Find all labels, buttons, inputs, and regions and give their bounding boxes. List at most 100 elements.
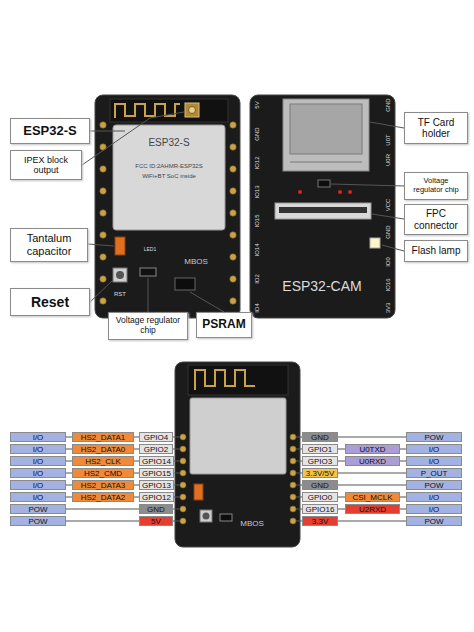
pin-name: GPIO16 [306,505,335,514]
pin-marking: VCC [385,199,392,212]
pin-name: GPIO4 [144,433,168,442]
pin-box: GPIO3 [302,456,338,466]
silkscreen-text: RST [114,291,126,298]
pin-name: I/O [429,505,440,514]
pin-box: U2RXD [345,504,400,514]
pin-name: U2RXD [359,505,386,514]
module-marking: WiFi+BT SoC inside [142,173,196,180]
pin-name: 3.3V/5V [306,469,334,478]
pin-marking: IO2 [254,274,261,284]
pin-box: GPIO1 [302,444,338,454]
board-name: ESP32-CAM [282,279,361,294]
pin-name: GPIO15 [142,469,171,478]
board-front [95,95,240,318]
pin-box: GND [302,480,338,490]
silkscreen-text: LED1 [144,247,157,253]
callout-box: PSRAM [196,312,252,338]
pin-name: U0TXD [359,445,385,454]
pin-marking: GND [385,98,392,111]
pin-box: 3.3V [302,516,338,526]
callout-text: Tantalum capacitor [15,232,83,257]
callout-text: IPEX block output [15,155,77,176]
module-marking: FCC ID:2AHMR-ESP32S [135,163,202,170]
board-back [250,95,395,318]
pin-name: I/O [33,457,44,466]
pin-box: GND [139,504,173,514]
pin-name: POW [424,517,443,526]
pin-box: U0TXD [345,444,400,454]
pin-box: I/O [10,444,66,454]
pin-name: POW [28,505,47,514]
pin-name: CSI_MCLK [352,493,392,502]
pin-box: GPIO16 [302,504,338,514]
pin-wire [338,473,406,474]
pin-name: GND [147,505,165,514]
pin-wire [338,509,345,510]
callout-text: Reset [31,294,69,310]
pin-box: GPIO13 [139,480,174,490]
pin-wire [338,437,406,438]
pin-name: GPIO0 [308,493,332,502]
pin-marking: IO14 [254,243,261,256]
leader-lines [82,112,404,312]
pin-name: POW [424,433,443,442]
callout-text: FPC connector [409,208,463,231]
pin-wire [338,497,345,498]
callout-box: Voltage regulator chip [404,172,468,200]
pin-name: GPIO3 [308,457,332,466]
callout-text: PSRAM [202,318,245,332]
pin-box: I/O [406,444,462,454]
pin-box: I/O [406,504,462,514]
callout-text: Voltage regulator chip [409,177,463,194]
callout-box: Voltage regulator chip [108,312,188,340]
pin-name: HS2_DATA2 [81,493,126,502]
pin-box: GPIO12 [139,492,174,502]
callout-text: TF Card holder [409,117,463,140]
pin-box: I/O [10,480,66,490]
pin-box: GPIO2 [139,444,173,454]
callout-text: Flash lamp [412,245,461,257]
pin-marking: GND [254,127,261,140]
pin-marking: IO16 [385,278,392,291]
pin-name: I/O [429,493,440,502]
pin-marking: 5V [254,101,261,108]
pin-marking: U0R [385,154,392,166]
pin-box: I/O [10,432,66,442]
pin-box: U0RXD [345,456,400,466]
pin-name: I/O [33,445,44,454]
pin-marking: IO4 [254,303,261,313]
pin-name: GPIO12 [142,493,171,502]
pin-box: 3.3V/5V [302,468,338,478]
pin-name: GND [311,433,329,442]
silkscreen-text: MBOS [240,520,264,529]
module-marking: ESP32-S [148,137,189,148]
pin-name: P_OUT [421,469,448,478]
pin-wire [338,485,406,486]
pin-name: POW [28,517,47,526]
pin-name: GPIO13 [142,481,171,490]
pin-box: POW [406,480,462,490]
pin-name: HS2_CMD [84,469,122,478]
pin-marking: IO13 [254,185,261,198]
pin-name: 3.3V [312,517,328,526]
pin-box: POW [406,516,462,526]
pin-box: I/O [10,456,66,466]
pin-name: I/O [33,433,44,442]
pin-box: HS2_DATA2 [72,492,134,502]
pin-box: GPIO14 [139,456,174,466]
callout-text: Voltage regulator chip [113,316,183,336]
pin-marking: IO0 [385,257,392,267]
pin-name: HS2_DATA0 [81,445,126,454]
board-pinout [173,362,302,547]
pin-box: GND [302,432,338,442]
pin-box: HS2_DATA3 [72,480,134,490]
pin-name: I/O [33,493,44,502]
pin-wire [338,449,345,450]
pin-name: I/O [429,445,440,454]
pin-wire [338,521,406,522]
callout-text: ESP32-S [23,124,76,139]
pin-box: I/O [10,492,66,502]
pin-name: 5V [151,517,161,526]
callout-box: ESP32-S [10,118,90,144]
